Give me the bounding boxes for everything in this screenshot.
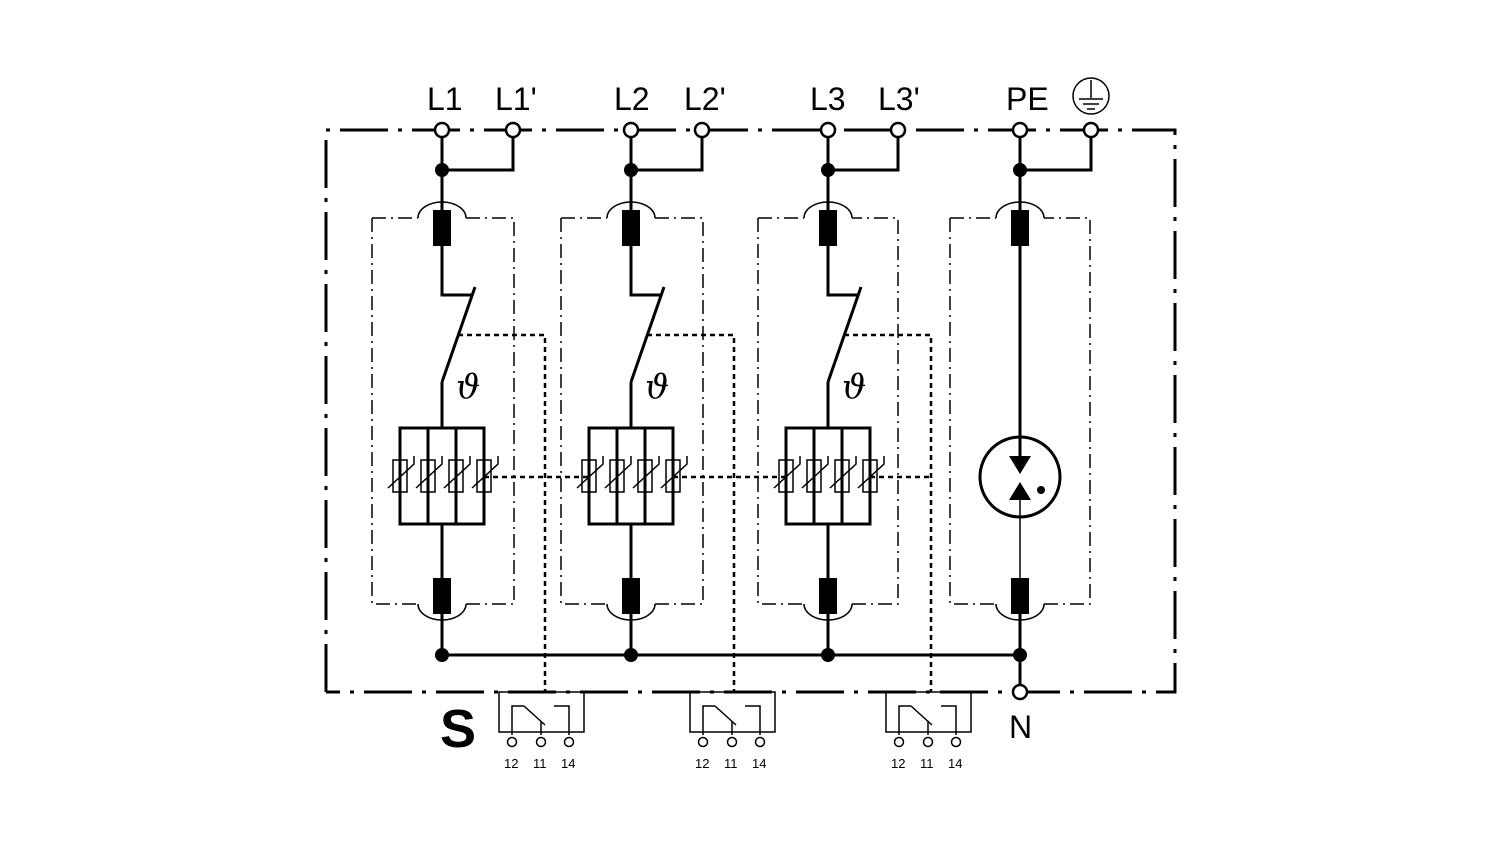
- fuse-icon: [622, 210, 640, 246]
- relay-contact-14: 14: [561, 756, 575, 771]
- fuse-icon: [819, 210, 837, 246]
- relay-contact-14: 14: [948, 756, 962, 771]
- signal-label: S: [440, 699, 476, 759]
- fuse-icon: [433, 578, 451, 614]
- terminal-pe: [1011, 121, 1100, 210]
- relay-contact-12: 12: [504, 756, 518, 771]
- module-pe: [949, 201, 1091, 685]
- module-l3: ϑ: [757, 201, 899, 655]
- varistor-icon: [773, 426, 885, 526]
- terminal-label-l3p: L3': [878, 81, 920, 117]
- terminal-label-l2: L2: [614, 81, 650, 117]
- varistor-icon: [387, 426, 499, 526]
- thermal-symbol: ϑ: [842, 367, 866, 407]
- module-l1: ϑ: [371, 201, 515, 655]
- thermal-symbol: ϑ: [645, 367, 669, 407]
- relay-contact-12: 12: [891, 756, 905, 771]
- terminal-label-pe: PE: [1006, 81, 1049, 117]
- thermal-symbol: ϑ: [456, 367, 480, 407]
- relay-contact-11: 11: [920, 756, 934, 771]
- relay-contact-icon: 12 11 14: [498, 691, 585, 771]
- terminal-label-l3: L3: [810, 81, 846, 117]
- relay-contact-11: 11: [533, 756, 547, 771]
- terminal-label-l1p: L1': [495, 81, 537, 117]
- enclosure-outline: [324, 128, 1177, 694]
- relay-contact-14: 14: [752, 756, 766, 771]
- module-l2: ϑ: [560, 201, 704, 655]
- varistor-icon: [576, 426, 688, 526]
- top-terminals: [433, 121, 1100, 210]
- neutral-bus: [435, 648, 1029, 701]
- relay-contact-11: 11: [724, 756, 738, 771]
- terminal-l3: [819, 121, 907, 210]
- ground-icon: [1072, 77, 1110, 115]
- terminal-l1: [433, 121, 522, 210]
- fuse-icon: [1011, 578, 1029, 614]
- fuse-icon: [433, 210, 451, 246]
- fuse-icon: [1011, 210, 1029, 246]
- terminal-n: [1011, 683, 1029, 701]
- terminal-labels: L1 L1' L2 L2' L3 L3' PE N: [427, 81, 1049, 745]
- terminal-label-l1: L1: [427, 81, 463, 117]
- relay-contact-icon: 12 11 14: [885, 691, 972, 771]
- fuse-icon: [622, 578, 640, 614]
- signal-linkage: [458, 333, 933, 692]
- terminal-l2: [622, 121, 711, 210]
- relay-contact-icon: 12 11 14: [689, 691, 776, 771]
- terminal-label-n: N: [1009, 709, 1032, 745]
- spark-gap-icon: [978, 435, 1062, 519]
- relay-contact-12: 12: [695, 756, 709, 771]
- fuse-icon: [819, 578, 837, 614]
- terminal-label-l2p: L2': [684, 81, 726, 117]
